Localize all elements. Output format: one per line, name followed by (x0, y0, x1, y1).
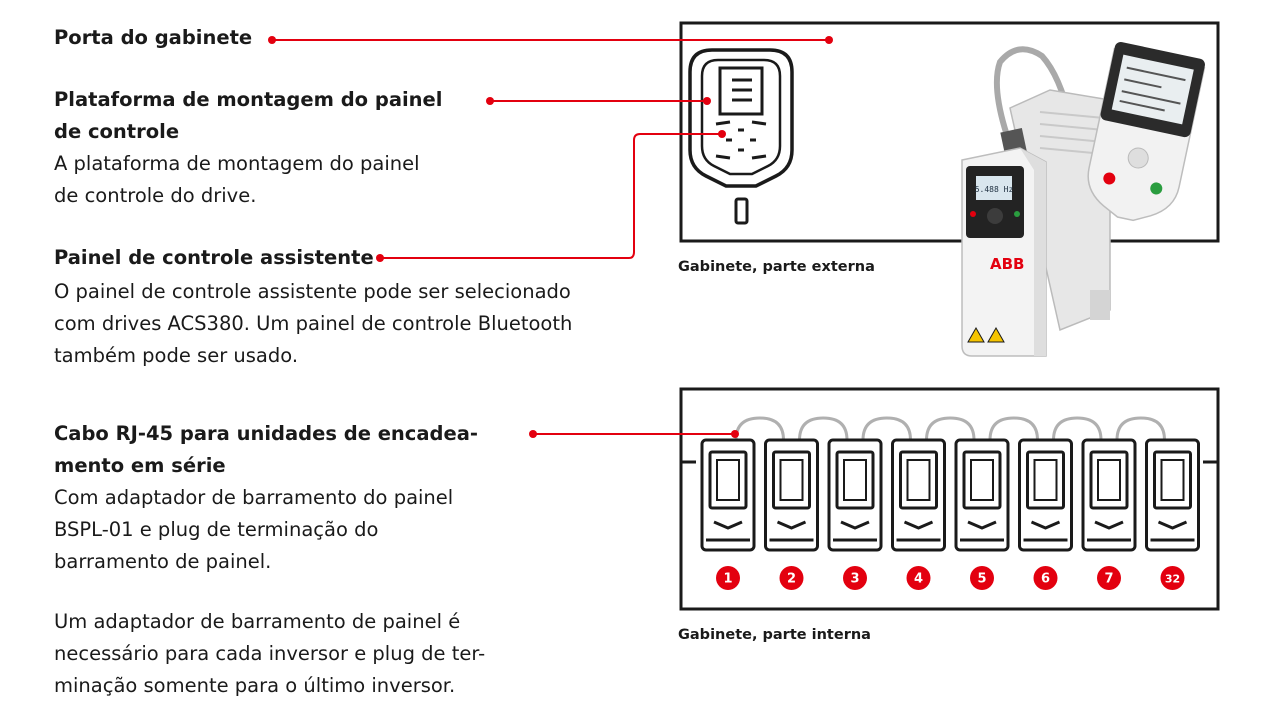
unit-number-label: 2 (787, 572, 796, 587)
chain-cable (1052, 416, 1103, 441)
leader-dot (718, 130, 726, 138)
acs380-drive-illustration: 5.488 Hz ABB (961, 41, 1206, 357)
enclosure-inner-box (679, 387, 1220, 611)
caption-gabinete-interna: Gabinete, parte interna (678, 627, 871, 643)
unit-number-label: 6 (1041, 572, 1050, 587)
mounting-platform-icon (688, 48, 794, 225)
abb-logo: ABB (990, 255, 1024, 273)
chain-cable (1115, 416, 1166, 441)
label-cabo-title: Cabo RJ-45 para unidades de encadea- men… (54, 422, 478, 477)
caption-gabinete-externa: Gabinete, parte externa (678, 259, 875, 275)
unit-number-label: 32 (1165, 573, 1180, 586)
chain-cable (798, 416, 849, 441)
chain-cable (925, 416, 976, 441)
label-cabo-desc: Com adaptador de barramento do painel BS… (54, 486, 454, 573)
label-adaptador-note: Um adaptador de barramento de painel é n… (54, 610, 486, 697)
label-assistente-title: Painel de controle assistente (54, 246, 374, 269)
drive-display-readout: 5.488 Hz (975, 185, 1014, 194)
daisy-chain-units: 1 2 3 4 5 6 7 32 (700, 416, 1200, 590)
unit-number-label: 5 (977, 572, 986, 587)
leader-dot (825, 36, 833, 44)
drive-unit: 7 (1081, 438, 1137, 590)
drive-unit: 5 (954, 438, 1010, 590)
label-plataforma-desc: A plataforma de montagem do painel de co… (54, 152, 420, 207)
enclosure-outer-box (679, 21, 1220, 243)
leader-dot (731, 430, 739, 438)
unit-number-label: 1 (723, 572, 732, 587)
leader-assistente (380, 133, 722, 259)
drive-unit: 32 (1145, 438, 1200, 590)
drive-unit: 1 (700, 438, 756, 590)
label-plataforma-title: Plataforma de montagem do painel de cont… (54, 88, 443, 143)
chain-cable (988, 416, 1039, 441)
label-assistente-desc: O painel de controle assistente pode ser… (54, 280, 573, 367)
drive-unit: 3 (827, 438, 883, 590)
drive-unit: 4 (891, 438, 946, 590)
label-porta-gabinete: Porta do gabinete (54, 26, 253, 49)
unit-number-label: 3 (850, 572, 859, 587)
chain-cable (861, 416, 912, 441)
leader-dot (703, 97, 711, 105)
unit-number-label: 4 (914, 572, 923, 587)
leader-dot (268, 36, 276, 44)
drive-unit: 2 (764, 438, 819, 590)
unit-number-label: 7 (1104, 572, 1113, 587)
leader-dot (486, 97, 494, 105)
drive-unit: 6 (1018, 438, 1073, 590)
leader-dot (529, 430, 537, 438)
chain-cable (734, 416, 785, 441)
leader-dot (376, 254, 384, 262)
